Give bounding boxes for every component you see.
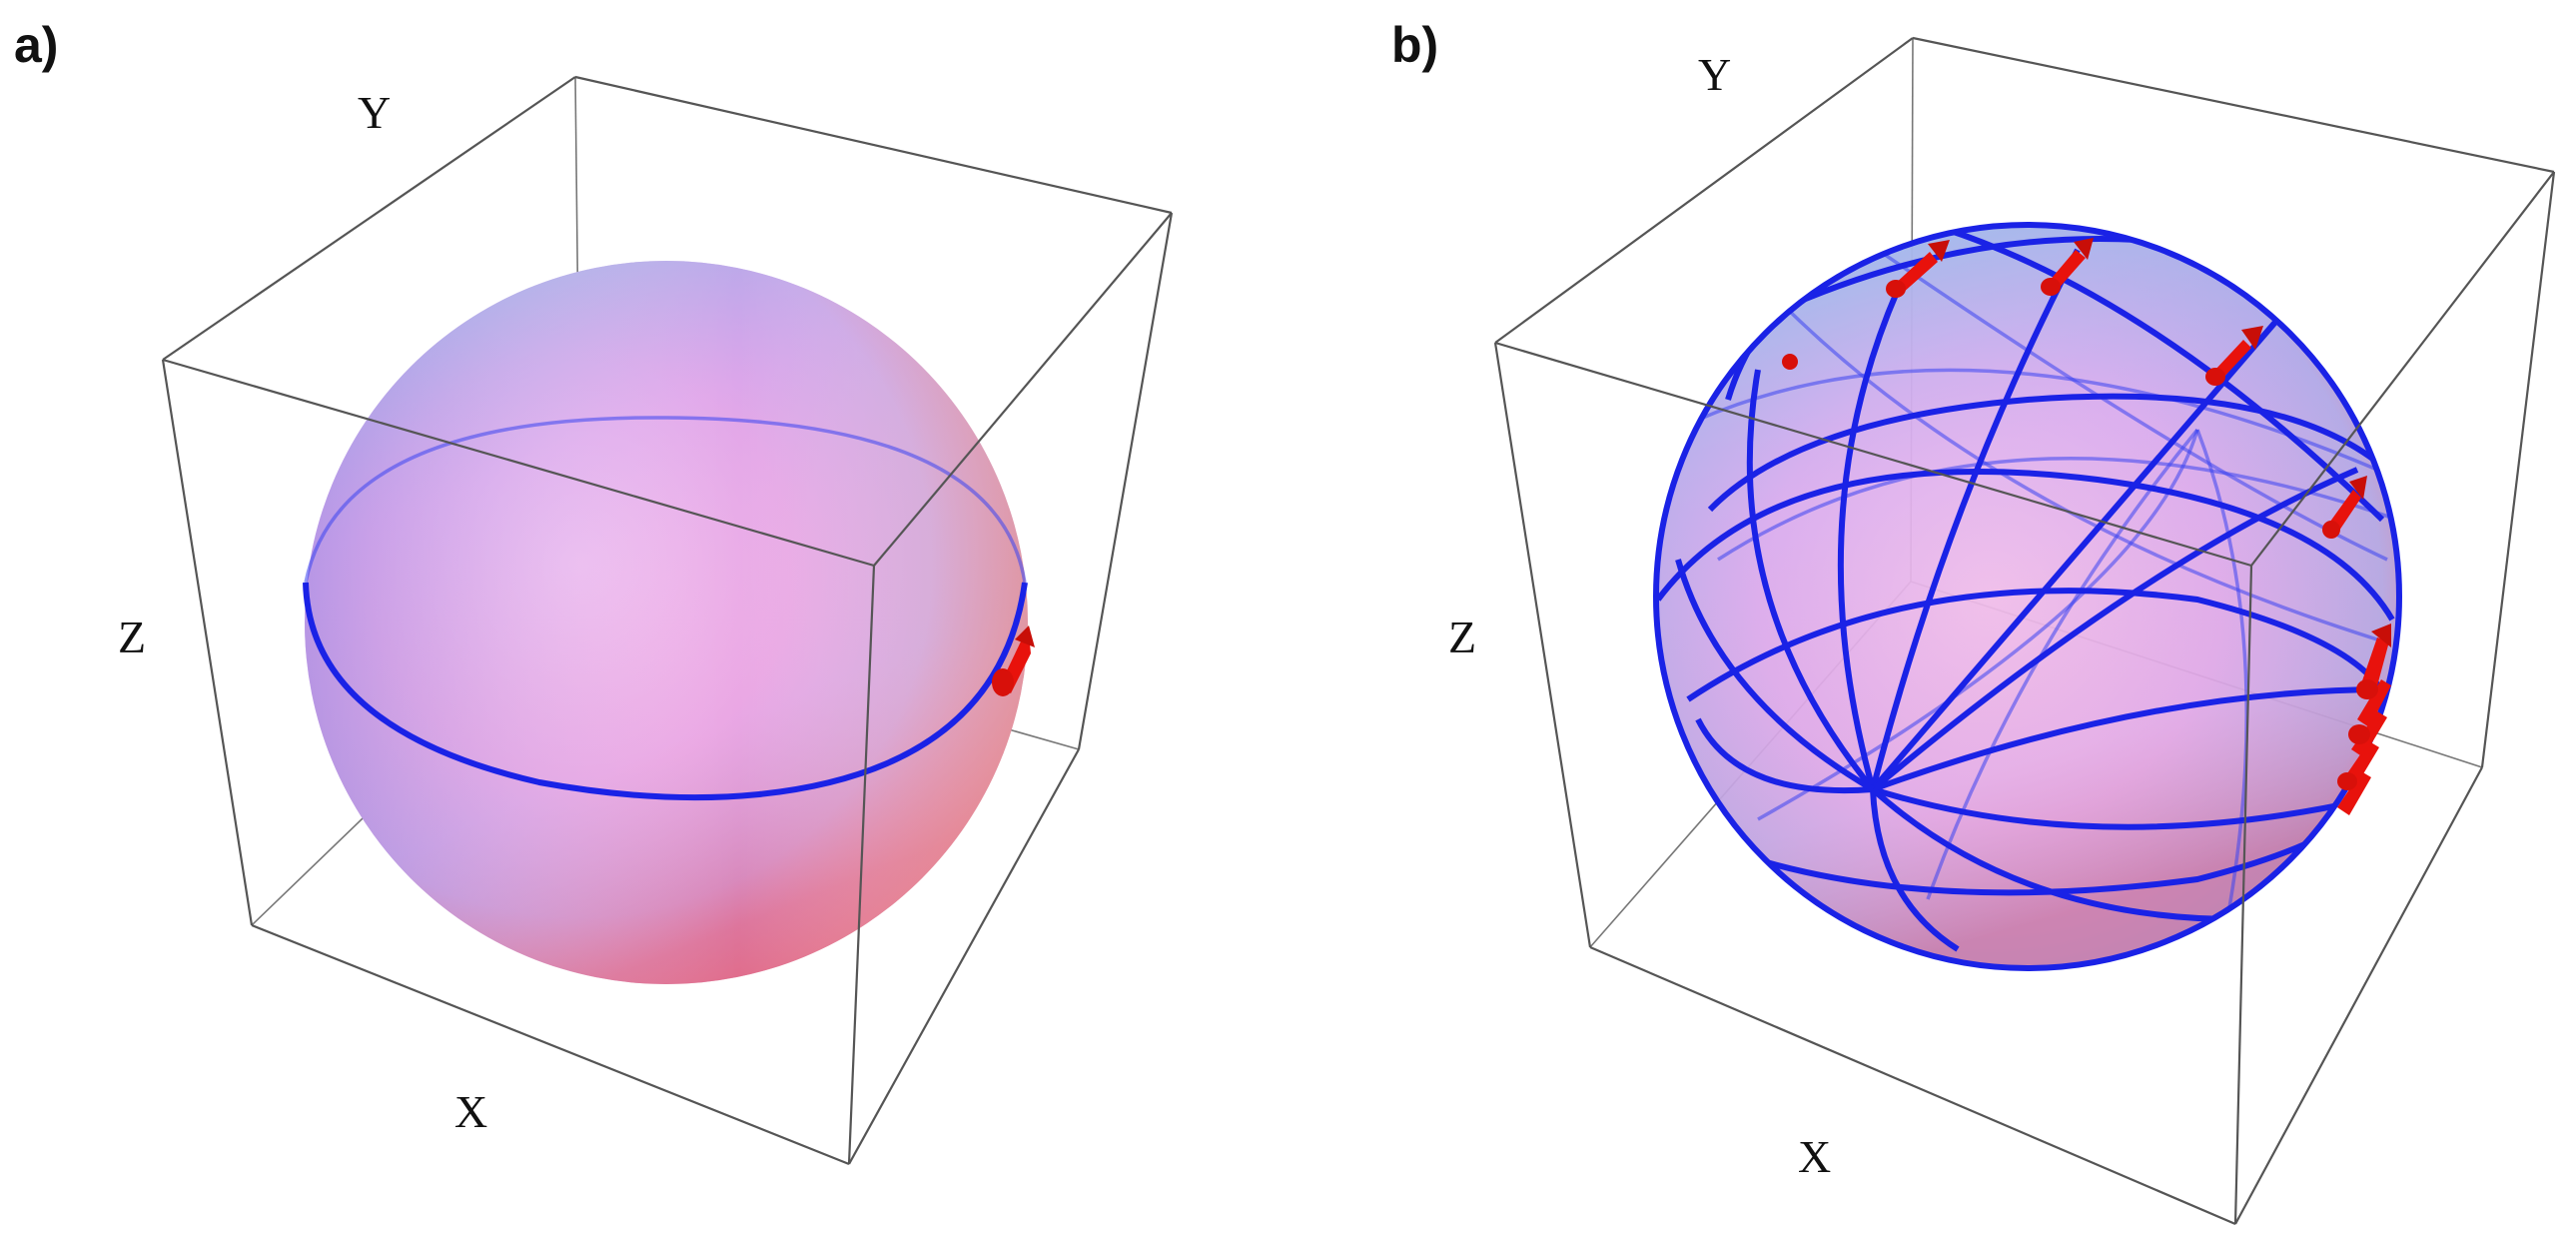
box-edge	[2234, 766, 2483, 1225]
box-edge	[2480, 171, 2556, 768]
grid-back-line	[1697, 368, 2378, 472]
grid-meridian	[1870, 786, 2238, 922]
grid-back-line	[1757, 429, 2199, 821]
sphere-shade	[305, 261, 1028, 984]
box-edge	[1494, 37, 1914, 344]
grid-meridian	[1870, 248, 2081, 790]
box-edge	[873, 212, 1173, 567]
arrow-shaft	[2213, 340, 2251, 380]
grid-meridian	[1675, 559, 1875, 792]
grid-meridian	[1746, 369, 1876, 791]
arrow-shaft	[2337, 771, 2371, 815]
arrow-marker	[1886, 240, 1950, 298]
panel-a-label: a)	[14, 17, 58, 73]
panel-b-axis-y: Y	[1698, 49, 1731, 100]
panel-b-grid	[1656, 227, 2399, 952]
arrow-marker-cluster	[2337, 623, 2391, 815]
arrow-shaft	[2359, 637, 2389, 693]
box-edge	[161, 359, 254, 926]
arrow-head	[1015, 625, 1035, 647]
box-edge	[162, 358, 875, 568]
box-edge	[251, 923, 850, 1166]
arrow-head	[2241, 326, 2263, 350]
panel-b-axis-z: Z	[1448, 612, 1476, 662]
box-edge	[1912, 36, 2555, 174]
panel-a-arrow-marker	[992, 625, 1035, 696]
box-edge	[2233, 565, 2253, 1225]
arrow-head	[2371, 623, 2391, 647]
box-edge	[848, 748, 1080, 1165]
panel-a-axis-z: Z	[118, 612, 146, 662]
arrow-head	[2074, 238, 2094, 260]
grid-meridian	[1871, 686, 2388, 792]
panel-b-axis-x: X	[1798, 1131, 1831, 1182]
arrow-head	[1928, 240, 1950, 262]
arrow-shaft	[2357, 679, 2391, 727]
grid-latitude	[1947, 227, 2385, 523]
panel-b-arrow-markers	[1782, 238, 2391, 815]
panel-a-sphere	[303, 261, 1028, 984]
arrow-marker	[2205, 326, 2263, 386]
grid-back-line	[1717, 457, 2398, 562]
grid-meridian	[1872, 786, 2368, 830]
box-edge	[1494, 341, 2252, 568]
panel-a-axis-x: X	[454, 1086, 487, 1137]
arrow-marker	[2322, 476, 2367, 539]
panel-b-sphere	[1653, 222, 2402, 971]
arrow-base	[2348, 724, 2370, 744]
grid-meridian	[1837, 288, 1901, 790]
arrow-base	[1886, 280, 1906, 298]
panel-a: a)	[14, 17, 1174, 1166]
arrow-base	[1782, 354, 1798, 370]
arrow-base	[2322, 521, 2340, 539]
box-edge	[1589, 945, 2236, 1226]
grid-meridian	[1695, 717, 1874, 794]
arrow-base	[2205, 368, 2225, 386]
arrow-base	[2356, 679, 2378, 699]
equator-front-arc	[303, 582, 1028, 801]
grid-latitude	[1707, 393, 2399, 513]
grid-back-line	[1776, 298, 2378, 641]
arrow-marker	[1782, 354, 1798, 370]
panel-a-box-front	[161, 75, 1174, 1166]
grid-latitude	[1656, 469, 2395, 621]
arrow-base	[992, 668, 1014, 696]
arrow-base	[2337, 772, 2357, 790]
equator-back-arc	[304, 416, 1027, 584]
box-edge	[1493, 342, 1592, 948]
panel-a-axis-y: Y	[358, 87, 391, 138]
sphere-outline	[1653, 222, 2402, 971]
box-edge	[1077, 212, 1174, 750]
arrow-head	[2349, 476, 2367, 500]
grid-back-lines	[1697, 248, 2398, 920]
box-edge	[847, 565, 876, 1165]
grid-back-line	[2195, 429, 2248, 920]
arrow-shaft	[1894, 252, 1938, 294]
grid-meridian	[1870, 318, 2280, 791]
arrow-marker	[2041, 238, 2094, 296]
box-edge	[574, 75, 1173, 215]
box-edge	[162, 76, 576, 361]
panel-b-box-front	[1493, 36, 2556, 1226]
panel-b: b)	[1391, 17, 2556, 1226]
grid-front-lines	[1656, 227, 2399, 952]
panel-b-label: b)	[1391, 17, 1438, 73]
arrow-base	[2041, 278, 2061, 296]
box-edge	[2250, 171, 2555, 567]
grid-latitude	[1686, 588, 2390, 702]
